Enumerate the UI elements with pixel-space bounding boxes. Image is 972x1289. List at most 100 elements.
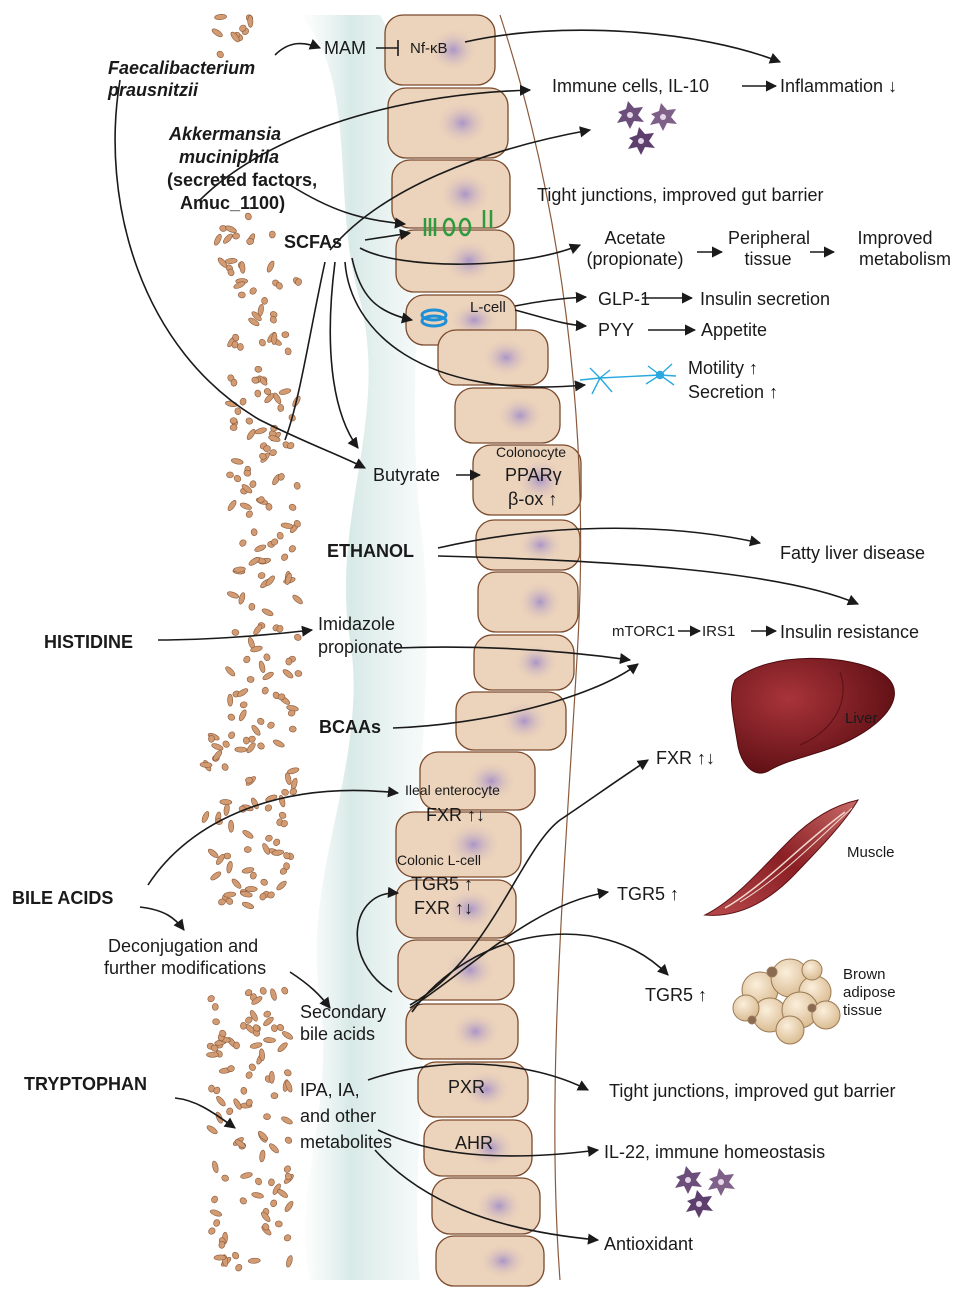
- bacterium: [226, 861, 233, 874]
- bacterium: [251, 528, 258, 536]
- peripheral-label-1: Peripheral: [728, 228, 808, 249]
- cell-nucleus: [475, 1186, 523, 1225]
- faecalibacterium-label-2: prausnitzii: [108, 80, 198, 101]
- bacterium: [238, 538, 247, 547]
- bacterium: [241, 901, 254, 910]
- bacterium: [278, 404, 284, 411]
- bacterium: [231, 878, 243, 890]
- bacterium: [279, 388, 292, 396]
- bacterium: [226, 499, 237, 512]
- bacterium: [225, 1107, 233, 1116]
- bacterium: [212, 1003, 218, 1010]
- bacterium: [287, 767, 300, 775]
- bacterium: [248, 15, 254, 27]
- bacterium: [210, 1195, 218, 1204]
- bacterium: [232, 232, 240, 239]
- bacterium: [281, 789, 289, 797]
- bacterium: [282, 668, 295, 679]
- bacterium: [236, 687, 249, 698]
- bacterium: [293, 481, 301, 490]
- il22-label: IL-22, immune homeostasis: [604, 1142, 825, 1163]
- bacterium: [245, 417, 254, 426]
- bacterium: [258, 660, 266, 673]
- bacterium: [214, 14, 226, 20]
- bacterium: [201, 811, 211, 824]
- cell-nucleus: [497, 396, 543, 435]
- cell-nucleus: [436, 101, 489, 145]
- scfas-label: SCFAs: [284, 232, 342, 253]
- bacterium: [282, 332, 289, 338]
- cell-nucleus: [439, 172, 491, 216]
- tight-junctions-label-top: Tight junctions, improved gut barrier: [537, 185, 823, 206]
- bacterium: [231, 629, 239, 636]
- cell-nucleus: [451, 1012, 500, 1051]
- immune-cell-icon-bottom: [675, 1166, 735, 1218]
- bacterium: [256, 717, 265, 726]
- glp1-label: GLP-1: [598, 289, 650, 310]
- ipa-label-3: metabolites: [300, 1132, 392, 1153]
- bacterium: [276, 1041, 288, 1053]
- tight-junctions-label-bottom: Tight junctions, improved gut barrier: [609, 1081, 895, 1102]
- irs1-label: IRS1: [702, 623, 735, 641]
- deconjugation-label-1: Deconjugation and: [108, 936, 258, 957]
- bacterium: [212, 1018, 220, 1025]
- bacterium: [248, 556, 261, 567]
- pyy-label: PYY: [598, 320, 634, 341]
- bacterium: [254, 543, 267, 552]
- bacterium: [283, 1233, 292, 1242]
- ileal-enterocyte-label: Ileal enterocyte: [405, 782, 500, 799]
- bacterium: [245, 1071, 254, 1080]
- bacterium: [259, 1150, 266, 1163]
- beta-ox-label: β-ox ↑: [508, 489, 557, 510]
- bacterium: [241, 829, 254, 840]
- bacterium: [263, 653, 272, 662]
- bacterium: [211, 742, 224, 751]
- bacterium: [254, 1177, 263, 1186]
- improved-metabolism-label-2: metabolism: [840, 249, 970, 270]
- bacterium: [250, 1042, 263, 1050]
- akkermansia-label-3: (secreted factors,: [167, 170, 317, 191]
- bacterium: [254, 390, 261, 398]
- bacterium: [246, 428, 257, 441]
- bacterium: [227, 694, 232, 706]
- deconjugation-label-2: further modifications: [104, 958, 266, 979]
- l-cell-label: L-cell: [470, 299, 506, 317]
- bacterium: [240, 1087, 247, 1095]
- bacterium: [209, 1209, 222, 1218]
- bacterium: [284, 347, 292, 355]
- bacterium: [251, 1192, 264, 1200]
- bacterium: [259, 986, 267, 995]
- cell-nucleus: [500, 701, 548, 742]
- bacterium: [269, 231, 275, 238]
- bacterium: [261, 686, 269, 695]
- bacterium: [245, 510, 254, 519]
- fatty-liver-label: Fatty liver disease: [780, 543, 925, 564]
- bacterium: [268, 1179, 274, 1186]
- bacterium: [223, 803, 230, 816]
- bacterium: [207, 1052, 219, 1057]
- bacterium: [294, 670, 302, 677]
- faecalibacterium-label-1: Faecalibacterium: [108, 58, 255, 79]
- secondary-bile-acids-label-1: Secondary: [300, 1002, 386, 1023]
- colonic-l-cell-label: Colonic L-cell: [397, 852, 481, 869]
- bacterium: [226, 590, 239, 599]
- bacterium: [283, 1164, 292, 1173]
- bacterium: [266, 721, 275, 730]
- bacterium: [231, 458, 244, 466]
- bacterium: [272, 838, 281, 847]
- bacterium: [238, 709, 248, 722]
- bacterium: [209, 870, 222, 881]
- bcaas-label: BCAAs: [319, 717, 381, 738]
- bacterium: [271, 1093, 278, 1099]
- antioxidant-label: Antioxidant: [604, 1234, 693, 1255]
- bacterium: [213, 233, 223, 246]
- bacterium: [280, 986, 289, 995]
- muscle-icon: [705, 800, 858, 915]
- bacterium: [288, 544, 297, 553]
- acetate-label-1: Acetate: [580, 228, 690, 249]
- bacterium: [284, 1136, 293, 1145]
- bacterium: [247, 676, 254, 682]
- bacterium: [227, 731, 236, 740]
- bacterium: [261, 297, 267, 304]
- bacterium: [265, 834, 274, 842]
